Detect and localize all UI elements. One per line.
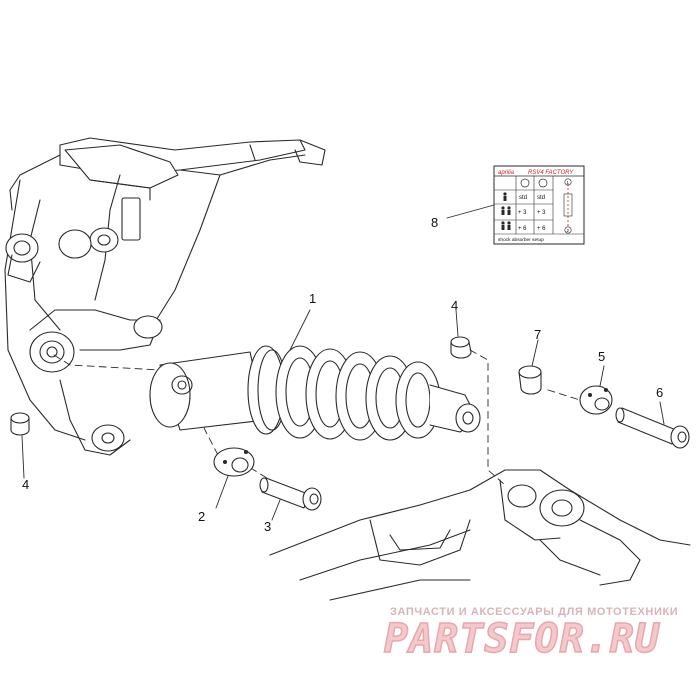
svg-text:1: 1: [567, 180, 570, 185]
callout-1: 1: [309, 291, 317, 306]
watermark-logo: PARTSFOR.RU: [383, 615, 660, 663]
callout-5: 5: [598, 349, 606, 364]
watermark-caption: ЗАПЧАСТИ И АКСЕССУАРЫ ДЛЯ МОТОТЕХНИКИ: [390, 606, 679, 618]
swingarm-bottom-right: [269, 469, 691, 601]
part-2-bushing: [213, 447, 255, 477]
part-6-bolt: [615, 407, 690, 449]
callout-7: 7: [534, 327, 542, 342]
svg-text:+ 3: + 3: [518, 210, 527, 216]
svg-text:aprilia: aprilia: [498, 170, 515, 176]
callout-4-top: 4: [451, 298, 459, 313]
part-4-spacer-left: [10, 412, 30, 436]
callout-4-left: 4: [22, 477, 30, 492]
part-5-washer: [579, 385, 613, 415]
rider-icons: [501, 192, 511, 230]
svg-text:std: std: [537, 195, 545, 201]
svg-text:2: 2: [567, 228, 570, 233]
part-7-bushing: [518, 365, 542, 395]
svg-text:+ 3: + 3: [537, 210, 546, 216]
shock-absorber: [149, 345, 481, 441]
callout-3: 3: [264, 519, 272, 534]
callout-2: 2: [198, 509, 206, 524]
part-8-setup-sticker: aprilia RSV4 FACTORY std std + 3 + 3 + 6…: [493, 165, 585, 245]
svg-text:+ 6: + 6: [518, 226, 527, 232]
part-4-spacer-top: [450, 336, 472, 359]
part-3-bolt: [259, 477, 322, 511]
svg-text:shock absorber setup: shock absorber setup: [498, 237, 544, 243]
frame-top-left: [4, 137, 326, 456]
callout-8: 8: [431, 215, 439, 230]
svg-text:RSV4 FACTORY: RSV4 FACTORY: [528, 170, 574, 176]
shock-spring: [275, 345, 441, 441]
svg-text:std: std: [519, 195, 527, 201]
svg-text:+ 6: + 6: [537, 226, 546, 232]
leader-lines: [21, 204, 665, 521]
callout-6: 6: [656, 385, 664, 400]
